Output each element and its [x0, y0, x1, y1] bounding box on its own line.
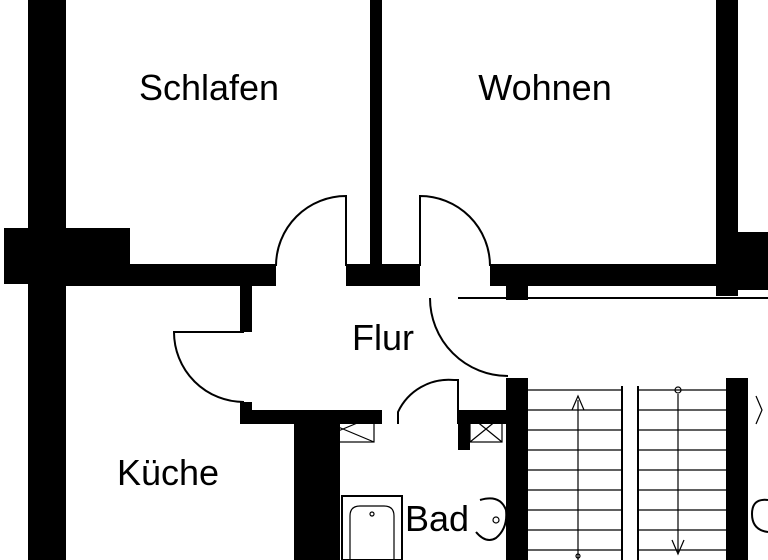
staircase	[528, 386, 726, 560]
door-schlafen	[275, 194, 347, 267]
wall-schlafen-wohnen	[370, 0, 382, 266]
room-label-bad: Bad	[405, 498, 469, 539]
wall-left-lower	[28, 282, 66, 560]
neighbor-fixtures	[750, 395, 768, 533]
door-wohnen	[419, 194, 491, 267]
stair-steps-right	[638, 409, 726, 551]
wall-flur-bottom-left	[240, 410, 382, 424]
wall-right-upper	[716, 0, 738, 296]
door-kueche	[172, 331, 245, 403]
washbasin	[475, 497, 508, 541]
shaft-left	[311, 415, 375, 443]
door-bad	[397, 378, 459, 424]
bathtub	[341, 495, 403, 560]
stair-arrow-up-icon	[571, 394, 585, 560]
stair-arrow-down-icon	[671, 386, 685, 556]
wall-bad-shaft	[458, 410, 470, 450]
wall-wohnen-bottom	[490, 264, 738, 286]
bathtub-inner	[349, 505, 395, 560]
room-label-wohnen: Wohnen	[478, 67, 611, 108]
doors	[172, 194, 768, 424]
door-entrance	[429, 297, 768, 377]
room-label-schlafen: Schlafen	[139, 67, 279, 108]
walls	[4, 0, 768, 560]
wall-stair-left	[506, 378, 528, 560]
wall-schlafen-bottom	[66, 264, 276, 286]
wall-between-doors	[346, 264, 420, 286]
wall-flur-left-top	[240, 284, 252, 332]
bathtub-outer	[341, 495, 403, 560]
room-label-kueche: Küche	[117, 452, 219, 493]
wall-pillar-stair	[506, 284, 528, 300]
room-label-flur: Flur	[352, 317, 414, 358]
washbasin-outline	[475, 497, 508, 541]
shafts	[311, 415, 503, 443]
wall-stair-right	[726, 378, 748, 560]
wall-left-upper	[28, 0, 66, 232]
shaft-right	[469, 415, 503, 443]
wall-kueche-bad	[294, 424, 340, 560]
stair-steps-left	[528, 409, 622, 551]
